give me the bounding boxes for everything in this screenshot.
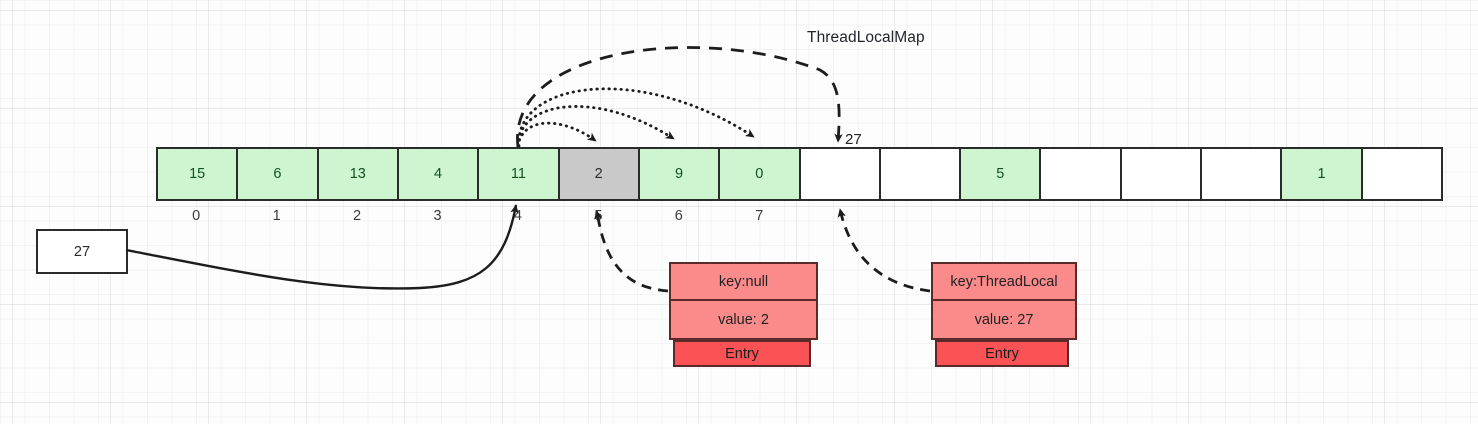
array-cell-5[interactable]: 2 <box>559 149 640 199</box>
entry-key-field: key:null <box>669 262 818 301</box>
array-cell-value: 5 <box>996 166 1005 182</box>
array-cell-value: 9 <box>674 166 684 182</box>
array-cell-6[interactable]: 9 <box>639 149 721 199</box>
array-cell-9[interactable] <box>880 149 962 199</box>
array-cell-13[interactable] <box>1202 149 1283 199</box>
array-cell-value: 2 <box>594 166 603 182</box>
array-cell-7[interactable]: 0 <box>720 149 801 199</box>
entry-type-label: Entry <box>935 340 1069 367</box>
array-cell-value: 1 <box>1317 166 1326 182</box>
array-index-label-5: 5 <box>594 208 603 224</box>
array-index-label-6: 6 <box>674 208 683 224</box>
entry-value-field: value: 27 <box>931 301 1077 340</box>
array-index-label-2: 2 <box>353 208 362 224</box>
array-index-label-7: 7 <box>755 208 764 224</box>
bucket8-value-label: 27 <box>845 131 862 148</box>
entry-object-new: key:ThreadLocal value: 27 Entry <box>931 262 1077 367</box>
array-cell-10[interactable]: 5 <box>961 149 1042 199</box>
array-index-row: 0 1 2 3 4 5 6 7 <box>156 208 1443 230</box>
entry-object-stale: key:null value: 2 Entry <box>669 262 818 367</box>
array-cell-value: 13 <box>349 166 366 182</box>
array-cell-8[interactable] <box>800 149 881 199</box>
array-index-label-0: 0 <box>192 208 201 224</box>
entry-type-label: Entry <box>673 340 811 367</box>
array-cell-4[interactable]: 11 <box>479 149 560 199</box>
threadlocalmap-array: 15 6 13 4 11 2 9 0 5 1 <box>156 147 1443 201</box>
page-title: ThreadLocalMap <box>807 29 925 46</box>
array-cell-value: 11 <box>510 166 526 182</box>
array-index-label-3: 3 <box>433 208 442 224</box>
array-index-label-1: 1 <box>272 208 281 224</box>
source-value-box: 27 <box>36 229 128 274</box>
array-cell-value: 0 <box>755 166 764 182</box>
array-cell-0[interactable]: 15 <box>158 149 239 199</box>
array-index-label-4: 4 <box>513 208 522 224</box>
array-cell-14[interactable]: 1 <box>1282 149 1363 199</box>
entry-value-field: value: 2 <box>669 301 818 340</box>
array-cell-3[interactable]: 4 <box>398 149 480 199</box>
array-cell-15[interactable] <box>1362 149 1441 199</box>
source-value-text: 27 <box>73 243 91 260</box>
array-cell-1[interactable]: 6 <box>238 149 319 199</box>
array-cell-value: 15 <box>189 166 206 182</box>
array-cell-2[interactable]: 13 <box>318 149 399 199</box>
array-cell-11[interactable] <box>1041 149 1122 199</box>
array-cell-value: 4 <box>434 166 443 182</box>
entry-key-field: key:ThreadLocal <box>931 262 1077 301</box>
array-cell-12[interactable] <box>1121 149 1203 199</box>
array-cell-value: 6 <box>273 166 282 182</box>
